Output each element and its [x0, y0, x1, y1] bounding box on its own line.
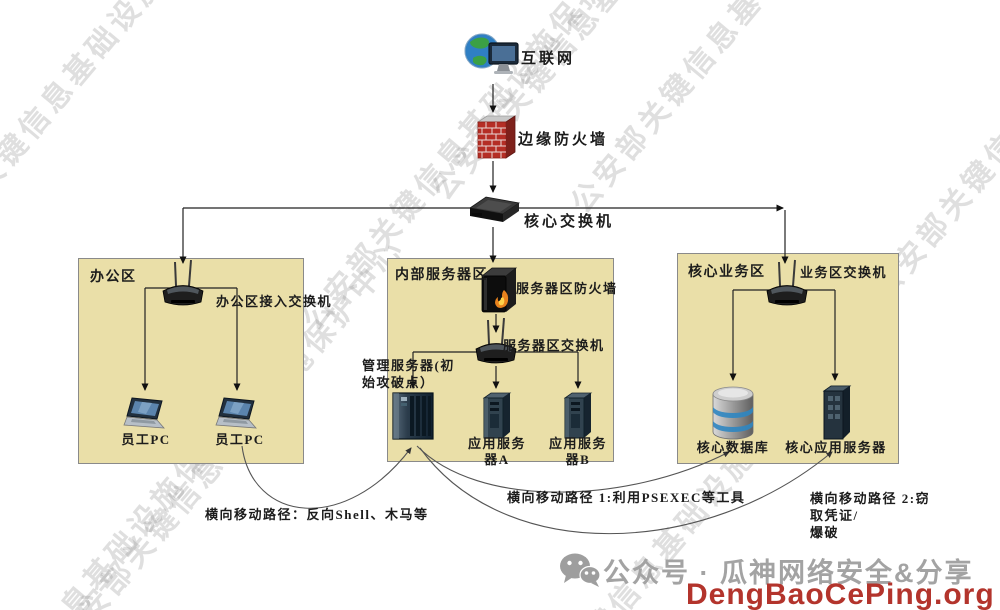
- employee-pc-a-icon: [122, 396, 170, 441]
- management-server-label-line1: 管理服务器(初: [362, 358, 455, 373]
- lateral-path-shell-label: 横向移动路径：反向Shell、木马等: [205, 507, 429, 522]
- lateral-path-credentials-line2: 取凭证/: [810, 508, 859, 523]
- management-server-label-line2: 始攻破点）: [362, 375, 435, 390]
- office-zone-title: 办公区: [90, 270, 137, 285]
- footer-site-name: DengBaoCePing.org: [686, 578, 995, 610]
- core-switch-icon: [464, 194, 522, 233]
- management-server-icon: [390, 390, 436, 447]
- app-server-b-icon: [562, 392, 594, 445]
- footer-account-name: 公众号 · 瓜神网络安全&分享: [603, 558, 974, 588]
- internet-globe-icon: [463, 30, 521, 89]
- office-switch-icon: [155, 259, 211, 313]
- app-server-b-label-line1: 应用服务: [548, 436, 607, 451]
- app-server-b-label-line2: 器B: [565, 452, 591, 467]
- lateral-path-credentials-line1: 横向移动路径 2:窃: [810, 491, 931, 506]
- lateral-path-credentials-label: 横向移动路径 2:窃 取凭证/ 爆破: [810, 490, 945, 541]
- edge-firewall-label: 边缘防火墙: [518, 132, 609, 148]
- server-firewall-icon: [478, 266, 520, 321]
- app-server-b-label: 应用服务 器B: [542, 436, 614, 468]
- office-switch-label: 办公区接入交换机: [216, 294, 333, 309]
- business-switch-label: 业务区交换机: [800, 265, 888, 280]
- employee-pc-b-icon: [214, 396, 262, 441]
- employee-pc-b-label: 员工PC: [215, 432, 265, 447]
- core-switch-label: 核心交换机: [524, 214, 615, 230]
- server-switch-label: 服务器区交换机: [503, 338, 605, 353]
- app-server-a-label: 应用服务 器A: [461, 436, 533, 468]
- wechat-icon: [558, 552, 602, 595]
- server-firewall-label: 服务器区防火墙: [516, 281, 618, 296]
- employee-pc-a-label: 员工PC: [121, 432, 171, 447]
- app-server-a-label-line1: 应用服务: [467, 436, 526, 451]
- edge-firewall-icon: [474, 114, 517, 167]
- app-server-a-icon: [481, 392, 513, 445]
- app-server-a-label-line2: 器A: [484, 452, 510, 467]
- core-database-icon: [709, 384, 757, 447]
- internet-label: 互联网: [521, 51, 576, 67]
- management-server-label: 管理服务器(初 始攻破点）: [362, 357, 470, 391]
- watermark-strand: 公安部关键信息基础设施保护中心: [565, 0, 928, 220]
- core-app-server-icon: [821, 384, 853, 447]
- core-database-label: 核心数据库: [696, 440, 770, 455]
- lateral-path-credentials-line3: 爆破: [810, 525, 840, 540]
- watermark-strand: 公安部关键信息基础设施保护中心: [0, 0, 263, 280]
- server-switch-icon: [468, 317, 524, 371]
- lateral-path-psexec-label: 横向移动路径 1:利用PSEXEC等工具: [507, 490, 746, 505]
- core-app-server-label: 核心应用服务器: [785, 440, 887, 455]
- internal-server-zone-title: 内部服务器区: [395, 268, 488, 283]
- core-business-zone-title: 核心业务区: [688, 265, 766, 280]
